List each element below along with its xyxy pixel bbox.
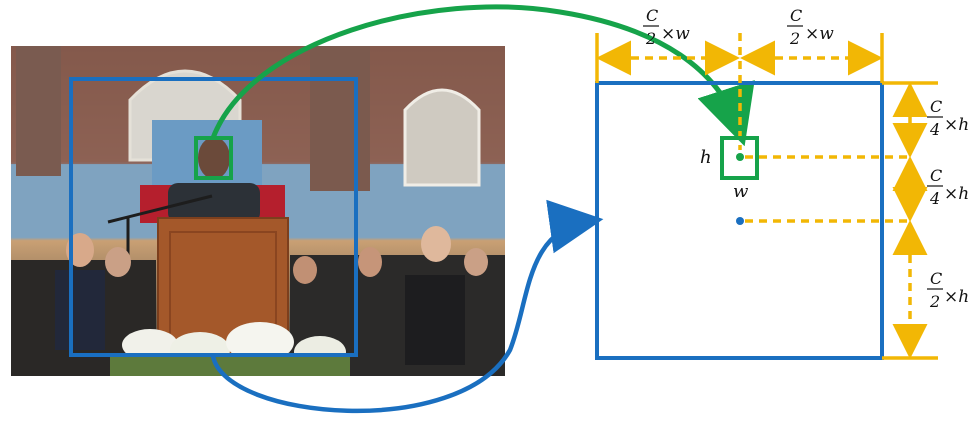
right-mid-height-suffix: ×h <box>944 184 969 204</box>
yellow-guides <box>595 33 938 360</box>
top-right-width-denominator: 2 <box>789 29 800 48</box>
top-left-width-suffix: ×w <box>661 24 690 44</box>
right-top-height-label: C 4 ×h <box>927 97 969 139</box>
speaker <box>168 137 260 223</box>
pillar-left <box>16 46 61 176</box>
top-left-width-denominator: 2 <box>645 29 656 48</box>
right-top-height-numerator: C <box>930 97 942 116</box>
blue-center-dot <box>736 217 744 225</box>
top-left-width-label: C 2 ×w <box>643 6 690 48</box>
right-mid-height-label: C 4 ×h <box>927 166 969 208</box>
green-cell-box <box>720 136 759 180</box>
photo <box>11 46 505 376</box>
box-w-label: w <box>733 181 749 202</box>
right-mid-height-denominator: 4 <box>929 189 940 208</box>
flowers <box>110 322 350 376</box>
blue-region-box <box>69 77 358 357</box>
right-bottom-height-numerator: C <box>930 269 942 288</box>
right-mid-height-numerator: C <box>930 166 942 185</box>
blue-arrow <box>210 199 604 414</box>
right-bottom-height-denominator: 2 <box>929 292 940 311</box>
top-right-width-numerator: C <box>790 6 802 25</box>
right-top-height-denominator: 4 <box>929 120 940 139</box>
microphone-stand <box>107 194 213 224</box>
right-top-height-suffix: ×h <box>944 115 969 135</box>
green-center-dot <box>736 153 744 161</box>
box-h-label: h <box>700 147 712 168</box>
top-right-width-label: C 2 ×w <box>787 6 834 48</box>
top-right-width-suffix: ×w <box>805 24 834 44</box>
pillar-right <box>310 46 370 191</box>
right-bottom-height-label: C 2 ×h <box>927 269 969 311</box>
top-left-width-numerator: C <box>646 6 658 25</box>
arch-window-right <box>403 88 481 187</box>
right-bottom-height-suffix: ×h <box>944 287 969 307</box>
